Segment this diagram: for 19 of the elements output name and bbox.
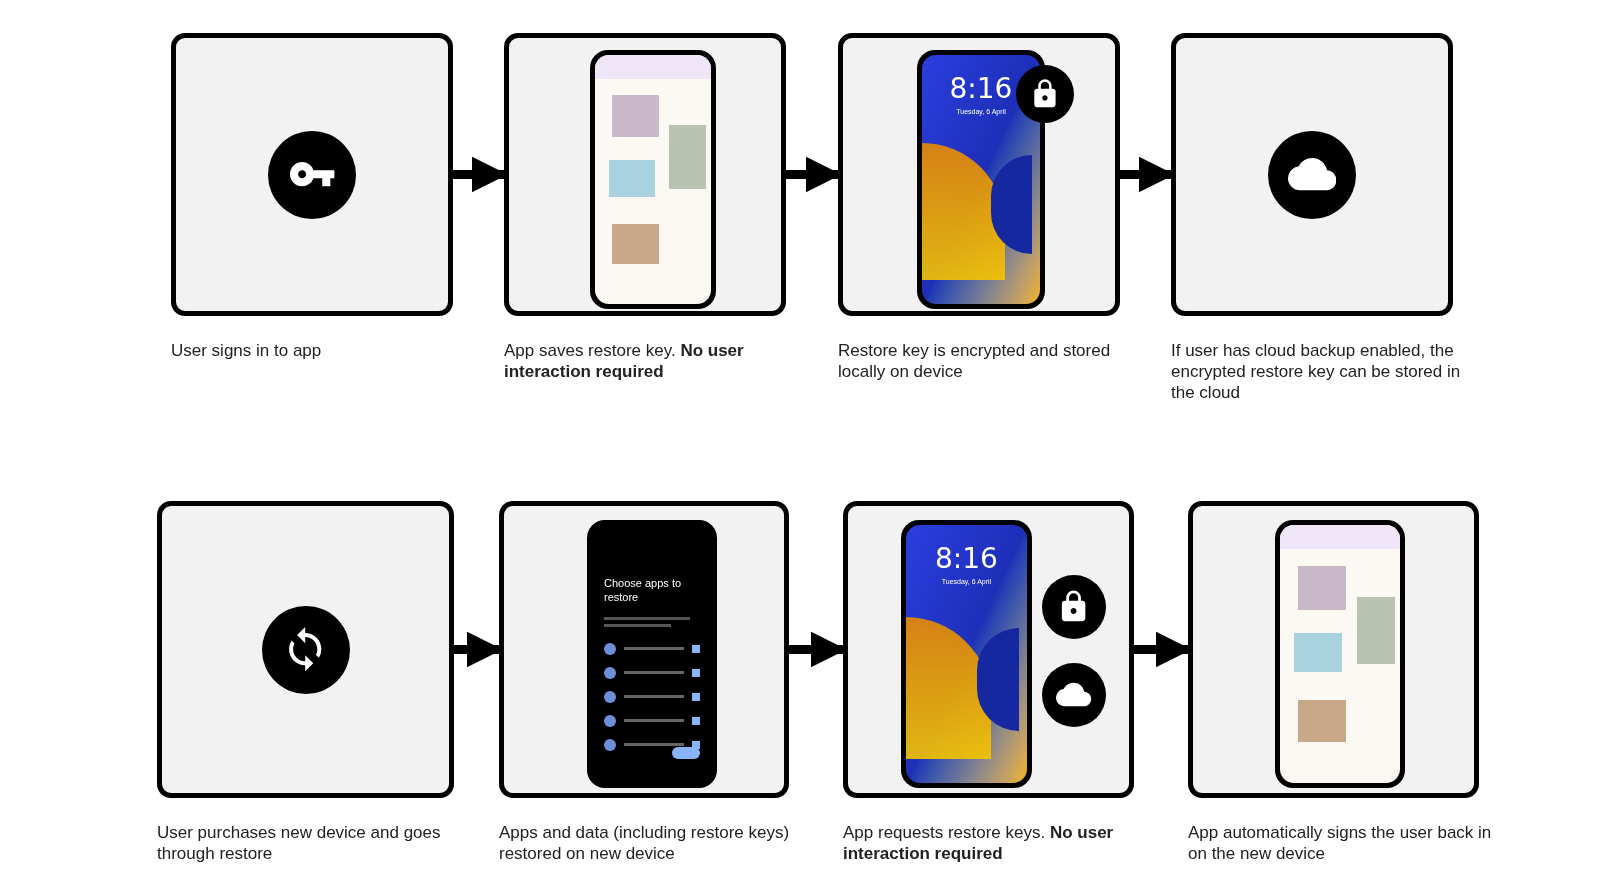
step-panel	[157, 501, 454, 798]
step-caption: App automatically signs the user back in on the new device	[1188, 822, 1493, 864]
step-panel	[504, 33, 786, 316]
step-caption: User purchases new device and goes through restore	[157, 822, 442, 864]
step-panel	[838, 33, 1120, 316]
step-panel	[1171, 33, 1453, 316]
step-caption: If user has cloud backup enabled, the encrypted restore key can be stored in the cloud	[1171, 340, 1462, 403]
step-panel	[171, 33, 453, 316]
step-caption: Restore key is encrypted and stored locally on device	[838, 340, 1112, 382]
step-caption: User signs in to app	[171, 340, 323, 361]
screen-text: 8:16	[935, 545, 998, 573]
step-caption: App requests restore keys. No user interaction required	[843, 822, 1115, 864]
screen-text: 8:16	[949, 75, 1013, 103]
step-panel	[1188, 501, 1479, 798]
step-caption: Apps and data (including restore keys) restored on new device	[499, 822, 791, 864]
step-panel	[843, 501, 1134, 798]
screen-text: Choose apps to restore	[604, 577, 683, 605]
step-caption: App saves restore key. No user interaction required	[504, 340, 745, 382]
step-panel	[499, 501, 789, 798]
